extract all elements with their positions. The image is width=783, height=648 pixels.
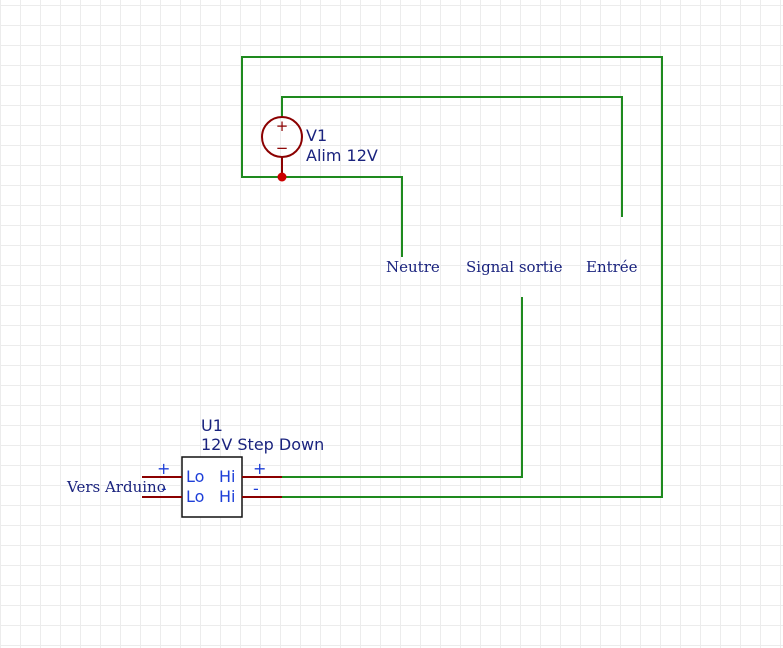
voltage-source-designator: V1 bbox=[306, 126, 327, 145]
voltage-source-value: Alim 12V bbox=[306, 146, 378, 165]
wires bbox=[241, 56, 663, 498]
wire-signal-to-converter bbox=[282, 297, 523, 478]
converter-pin-label-hi-1: Hi bbox=[219, 467, 235, 486]
net-label-vers-arduino: Vers Arduino bbox=[66, 478, 166, 496]
voltage-source-v1[interactable]: + − bbox=[261, 116, 303, 177]
converter-left-plus-sign: + bbox=[157, 459, 170, 478]
converter-right-plus-sign: + bbox=[253, 459, 266, 478]
junction-dot bbox=[277, 172, 287, 182]
converter-right-minus-sign: - bbox=[253, 479, 259, 498]
net-label-signal-sortie: Signal sortie bbox=[466, 258, 563, 276]
wire-ground-return bbox=[241, 56, 663, 498]
converter-left-minus-sign: - bbox=[161, 479, 167, 498]
converter-designator: U1 bbox=[201, 416, 223, 435]
converter-pin-label-lo-1: Lo bbox=[186, 467, 204, 486]
wire-source-to-neutral bbox=[282, 176, 403, 257]
converter-pin-label-hi-2: Hi bbox=[219, 487, 235, 506]
wire-source-to-input bbox=[281, 96, 623, 217]
net-label-neutre: Neutre bbox=[386, 258, 440, 276]
voltage-source-minus-sign: − bbox=[276, 139, 289, 157]
converter-u1[interactable]: Lo Hi Lo Hi + - + - bbox=[142, 456, 282, 518]
net-label-entree: Entrée bbox=[586, 258, 638, 276]
converter-value: 12V Step Down bbox=[201, 435, 324, 454]
converter-pin-label-lo-2: Lo bbox=[186, 487, 204, 506]
converter-body bbox=[181, 456, 243, 518]
voltage-source-plus-sign: + bbox=[276, 117, 289, 135]
